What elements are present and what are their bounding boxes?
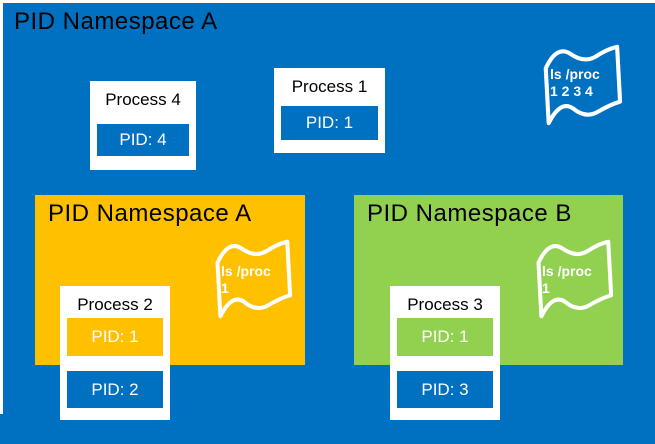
flag-icon (543, 44, 623, 126)
proc-output-line: 1 (542, 280, 550, 296)
process-4-pid-badge: PID: 4 (97, 124, 189, 156)
proc-output-line: 1 (221, 280, 229, 296)
process-1-label: Process 1 (291, 77, 368, 96)
proc-output-line: 1 2 3 4 (550, 83, 593, 99)
left-border-line (0, 0, 3, 414)
nested-namespace-b-title: PID Namespace B (367, 200, 572, 227)
process-2-label: Process 2 (77, 295, 153, 314)
top-border-line (0, 0, 655, 3)
process-2-outer-pid-badge: PID: 2 (67, 371, 163, 408)
namespace-b-proc-listing-text: ls /proc 1 (542, 263, 592, 297)
process-3-outer-pid-badge: PID: 3 (397, 371, 493, 408)
flag-icon (536, 239, 614, 319)
process-2-card: Process 2 PID: 1 PID: 2 (60, 286, 170, 420)
namespace-a-proc-listing-flag: ls /proc 1 (206, 236, 294, 322)
proc-command-line: ls /proc (550, 66, 600, 82)
root-proc-listing-text: ls /proc 1 2 3 4 (550, 66, 600, 100)
process-1-card: Process 1 PID: 1 (274, 68, 385, 153)
process-4-card: Process 4 PID: 4 (90, 81, 196, 170)
proc-command-line: ls /proc (542, 263, 592, 279)
namespace-a-proc-listing-text: ls /proc 1 (221, 263, 271, 297)
process-2-inner-pid-badge: PID: 1 (67, 318, 163, 356)
flag-icon (215, 239, 293, 319)
process-3-label: Process 3 (407, 295, 483, 314)
proc-command-line: ls /proc (221, 263, 271, 279)
process-4-label: Process 4 (105, 90, 181, 109)
process-1-pid-badge: PID: 1 (281, 106, 378, 140)
namespace-b-proc-listing-flag: ls /proc 1 (527, 236, 615, 322)
root-namespace-title: PID Namespace A (14, 8, 218, 35)
nested-namespace-a-title: PID Namespace A (48, 200, 252, 227)
process-3-inner-pid-badge: PID: 1 (397, 318, 493, 356)
process-3-card: Process 3 PID: 1 PID: 3 (390, 286, 500, 420)
root-proc-listing-flag: ls /proc 1 2 3 4 (535, 39, 623, 131)
